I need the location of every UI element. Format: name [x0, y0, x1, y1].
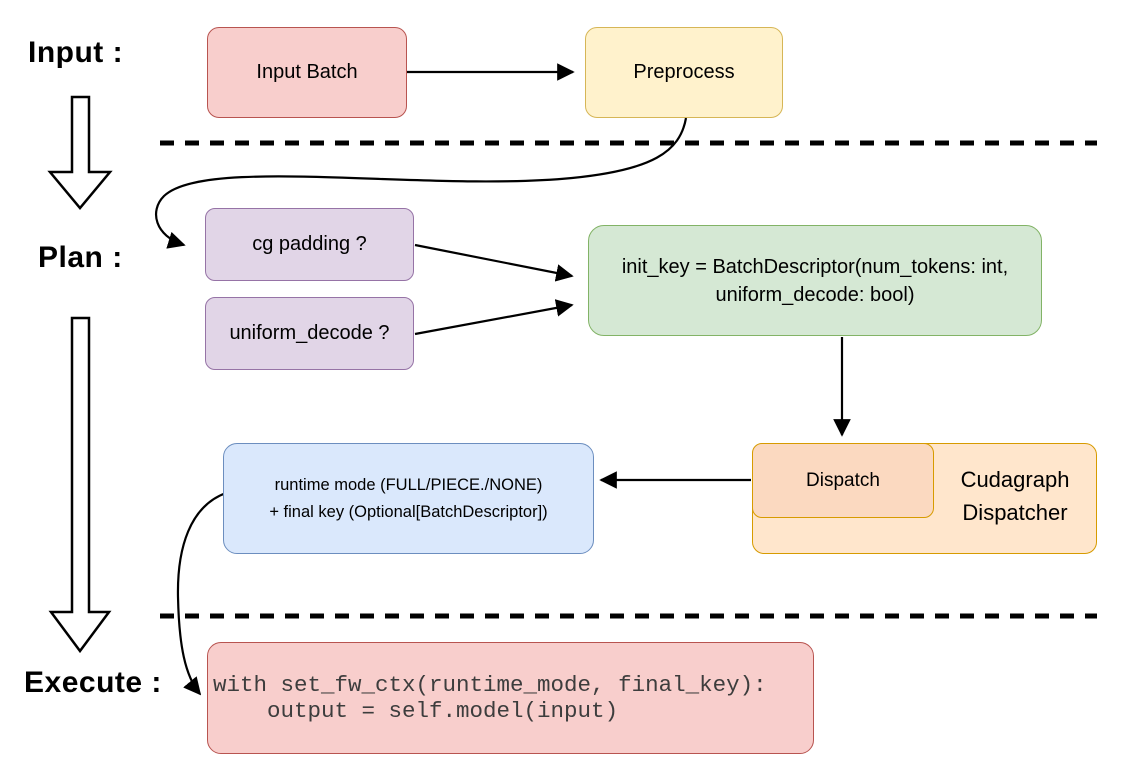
- arrow-cgpadding-to-initkey: [414, 243, 574, 282]
- arrow-uniformdecode-to-initkey: [414, 299, 574, 336]
- node-input-batch: Input Batch: [207, 27, 407, 118]
- node-cg-padding-label: cg padding ?: [252, 233, 367, 255]
- node-runtime-mode: runtime mode (FULL/PIECE./NONE) + final …: [223, 443, 594, 554]
- node-cg-padding: cg padding ?: [205, 208, 414, 281]
- node-runtime-mode-line2: + final key (Optional[BatchDescriptor]): [269, 502, 548, 521]
- node-preprocess: Preprocess: [585, 27, 783, 118]
- stage-label-execute: Execute :: [24, 666, 162, 699]
- down-arrow-input-to-plan-icon: [47, 95, 113, 210]
- down-arrow-plan-to-execute-icon: [48, 316, 112, 654]
- execute-code-line1: with set_fw_ctx(runtime_mode, final_key)…: [213, 672, 767, 698]
- node-uniform-decode-label: uniform_decode ?: [229, 322, 390, 344]
- node-dispatch: Dispatch: [752, 443, 934, 518]
- node-init-key-line1: init_key = BatchDescriptor(num_tokens: i…: [621, 255, 1009, 278]
- stage-label-plan: Plan :: [38, 241, 123, 274]
- node-init-key: init_key = BatchDescriptor(num_tokens: i…: [588, 225, 1042, 336]
- execute-code-line2: output = self.model(input): [213, 698, 619, 724]
- arrow-runtimemode-to-execute: [176, 491, 227, 696]
- node-input-batch-label: Input Batch: [256, 61, 358, 83]
- arrow-preprocess-to-cgpadding: [154, 117, 688, 249]
- node-uniform-decode: uniform_decode ?: [205, 297, 414, 370]
- node-init-key-line2: uniform_decode: bool): [715, 283, 915, 306]
- node-execute-code: with set_fw_ctx(runtime_mode, final_key)…: [207, 642, 814, 754]
- node-dispatch-label: Dispatch: [806, 469, 880, 491]
- node-preprocess-label: Preprocess: [633, 61, 735, 83]
- stage-label-input: Input :: [28, 36, 124, 69]
- node-runtime-mode-line1: runtime mode (FULL/PIECE./NONE): [274, 476, 543, 495]
- node-cudagraph-dispatcher-label: Cudagraph Dispatcher: [960, 467, 1070, 525]
